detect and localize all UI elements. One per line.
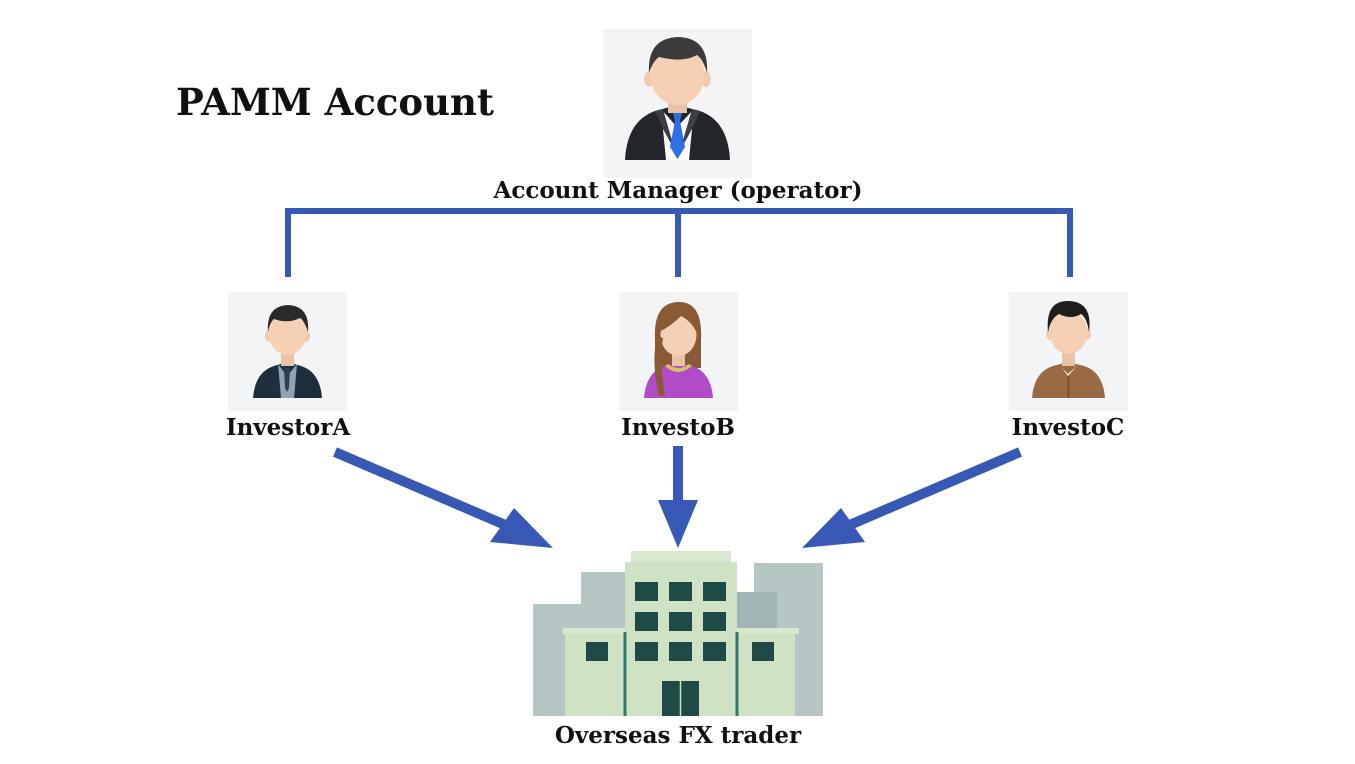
trader-label: Overseas FX trader xyxy=(554,722,802,749)
arrow-investor-c-to-trader xyxy=(802,447,1022,548)
arrow-investor-a-to-trader xyxy=(333,447,553,548)
investor-a-label: InvestorA xyxy=(225,414,351,441)
manager-label: Account Manager (operator) xyxy=(493,177,863,204)
woman-icon xyxy=(644,302,713,398)
diagram-title: PAMM Account xyxy=(176,80,494,124)
investor-c-label: InvestoC xyxy=(1011,414,1125,441)
businessman-icon xyxy=(625,37,730,160)
manager-avatar xyxy=(603,29,752,178)
arrow-investor-b-to-trader xyxy=(658,446,698,548)
investor-a-avatar xyxy=(228,292,347,411)
trader-building xyxy=(533,551,823,716)
investor-c-avatar xyxy=(1009,292,1128,411)
office-building-icon xyxy=(533,551,823,716)
investor-b-label: InvestoB xyxy=(621,414,735,441)
man-suit-icon xyxy=(253,305,322,398)
man-casual-icon xyxy=(1032,300,1105,398)
investor-b-avatar xyxy=(619,292,738,411)
